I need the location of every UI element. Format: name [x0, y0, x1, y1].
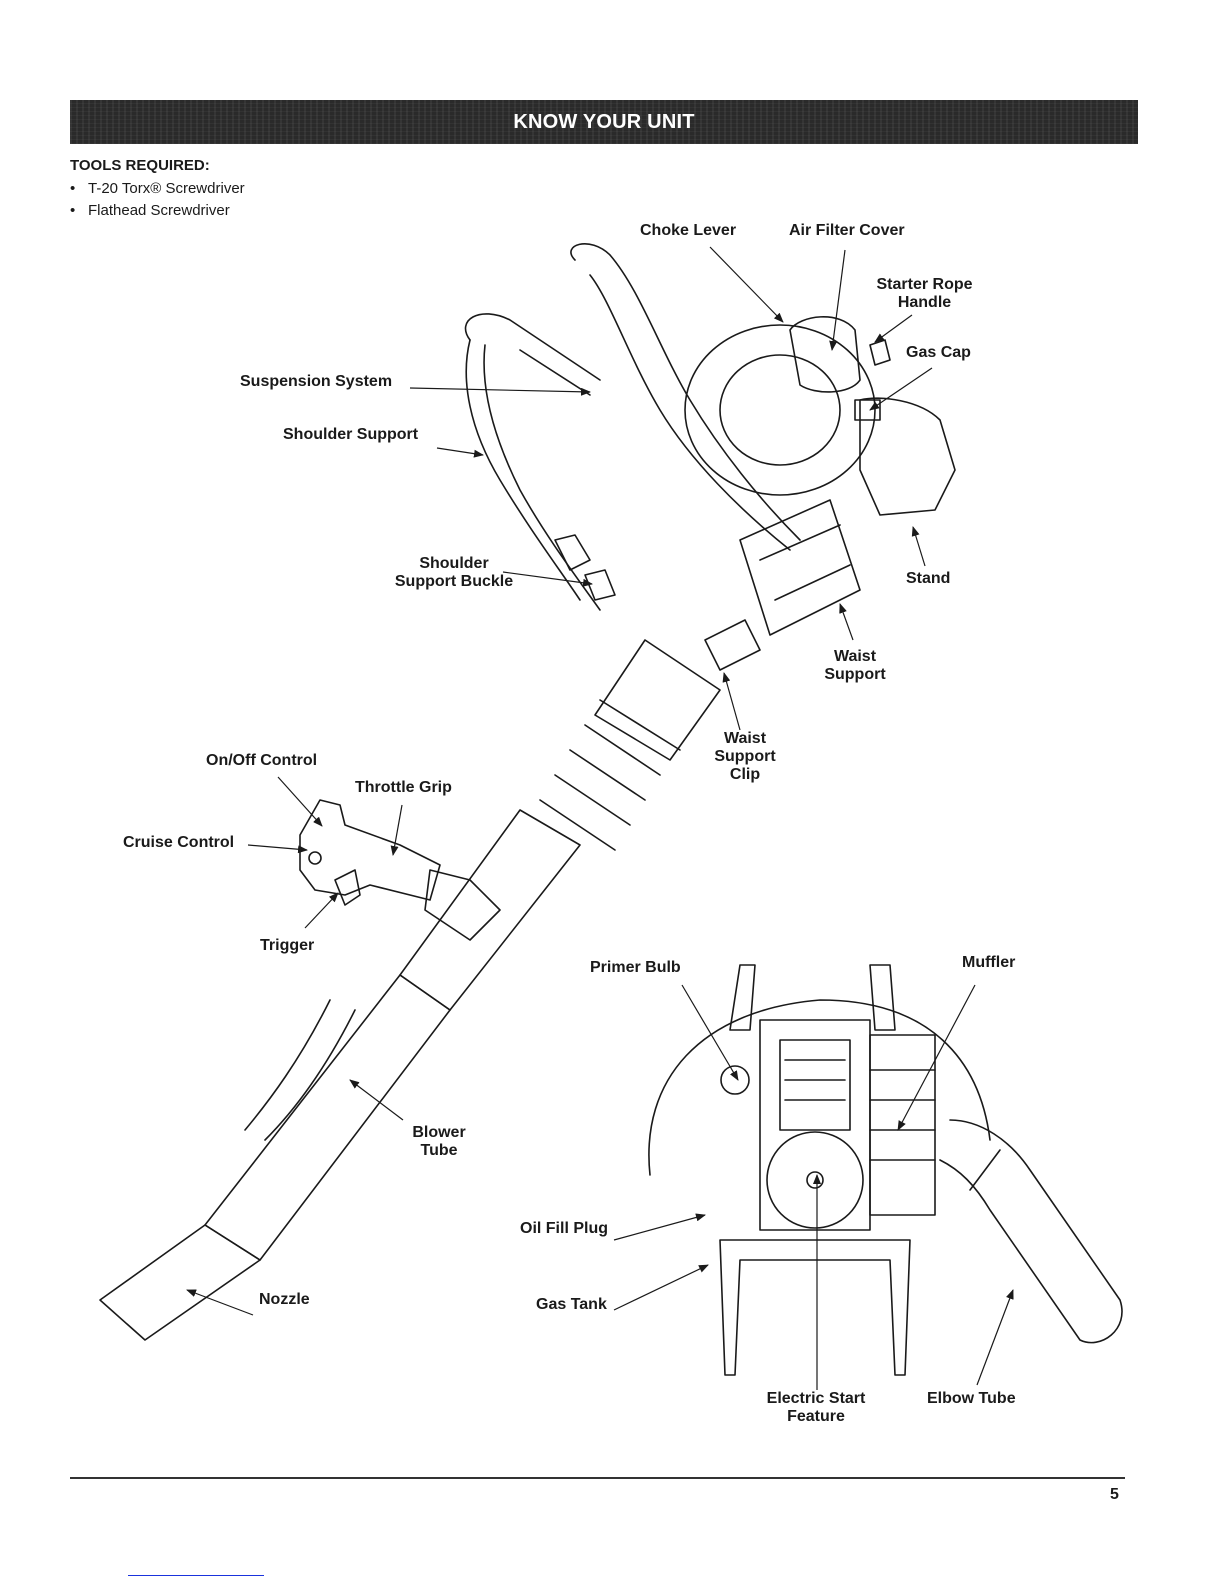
leader-waist-support	[839, 603, 854, 641]
label-trigger: Trigger	[260, 937, 315, 954]
leader-waist-support-clip	[722, 672, 741, 731]
label-elbow-tube: Elbow Tube	[927, 1390, 1016, 1407]
leader-gas-cap	[869, 367, 933, 411]
leader-air-filter-cover	[829, 249, 846, 351]
leader-on-off-control	[277, 776, 323, 827]
leader-blower-tube	[349, 1079, 404, 1121]
leader-muffler	[897, 984, 976, 1131]
leader-choke-lever	[709, 246, 784, 323]
label-shoulder-support-buckle: Shoulder Support Buckle	[394, 555, 514, 590]
label-throttle-grip: Throttle Grip	[355, 779, 452, 796]
bullet-icon: •	[70, 202, 76, 219]
leader-cruise-control	[247, 844, 308, 854]
leader-trigger	[304, 892, 339, 929]
leader-shoulder-support-buckle	[502, 571, 593, 587]
label-starter-rope-handle: Starter Rope Handle	[876, 276, 973, 311]
label-choke-lever: Choke Lever	[640, 222, 737, 239]
label-stand: Stand	[906, 570, 951, 587]
label-muffler: Muffler	[962, 954, 1016, 971]
leader-shoulder-support	[436, 447, 484, 458]
footer-divider	[70, 1477, 1125, 1479]
label-nozzle: Nozzle	[259, 1291, 310, 1308]
leader-starter-rope-handle	[874, 314, 913, 343]
tools-list-item: •Flathead Screwdriver	[70, 200, 245, 222]
leader-suspension-system	[409, 387, 591, 396]
section-header-bar: KNOW YOUR UNIT	[70, 100, 1138, 144]
section-title: KNOW YOUR UNIT	[513, 110, 695, 133]
tools-list-item: •T-20 Torx® Screwdriver	[70, 178, 245, 200]
tools-list: •T-20 Torx® Screwdriver •Flathead Screwd…	[70, 178, 245, 222]
leader-gas-tank	[613, 1264, 709, 1311]
leader-throttle-grip	[390, 804, 403, 856]
label-cruise-control: Cruise Control	[123, 834, 235, 851]
label-shoulder-support: Shoulder Support	[283, 426, 419, 443]
leader-primer-bulb	[681, 984, 739, 1081]
leader-nozzle	[186, 1289, 254, 1316]
label-air-filter-cover: Air Filter Cover	[789, 222, 905, 239]
throttle-handle-drawing	[299, 799, 501, 941]
backpack-frame-drawing	[464, 243, 801, 611]
rear-view-drawing	[648, 964, 1123, 1376]
bullet-icon: •	[70, 180, 76, 197]
tools-required-heading: TOOLS REQUIRED:	[70, 157, 210, 174]
label-waist-support: Waist Support	[824, 648, 886, 683]
label-electric-start-feature: Electric Start Feature	[766, 1390, 866, 1425]
engine-drawing	[684, 316, 956, 671]
link-underline	[128, 1575, 264, 1576]
leader-stand	[911, 526, 926, 567]
label-waist-support-clip: Waist Support Clip	[714, 730, 776, 783]
label-gas-cap: Gas Cap	[906, 344, 971, 361]
leader-lines	[186, 246, 1014, 1390]
label-blower-tube: Blower Tube	[412, 1124, 466, 1159]
label-on-off-control: On/Off Control	[206, 752, 318, 769]
label-gas-tank: Gas Tank	[536, 1296, 607, 1313]
page-number: 5	[1110, 1486, 1119, 1503]
label-oil-fill-plug: Oil Fill Plug	[520, 1220, 608, 1237]
leader-elbow-tube	[976, 1289, 1014, 1386]
leader-oil-fill-plug	[613, 1213, 706, 1241]
label-suspension-system: Suspension System	[240, 373, 393, 390]
label-primer-bulb: Primer Bulb	[590, 959, 681, 976]
blower-tube-drawing	[99, 639, 721, 1341]
